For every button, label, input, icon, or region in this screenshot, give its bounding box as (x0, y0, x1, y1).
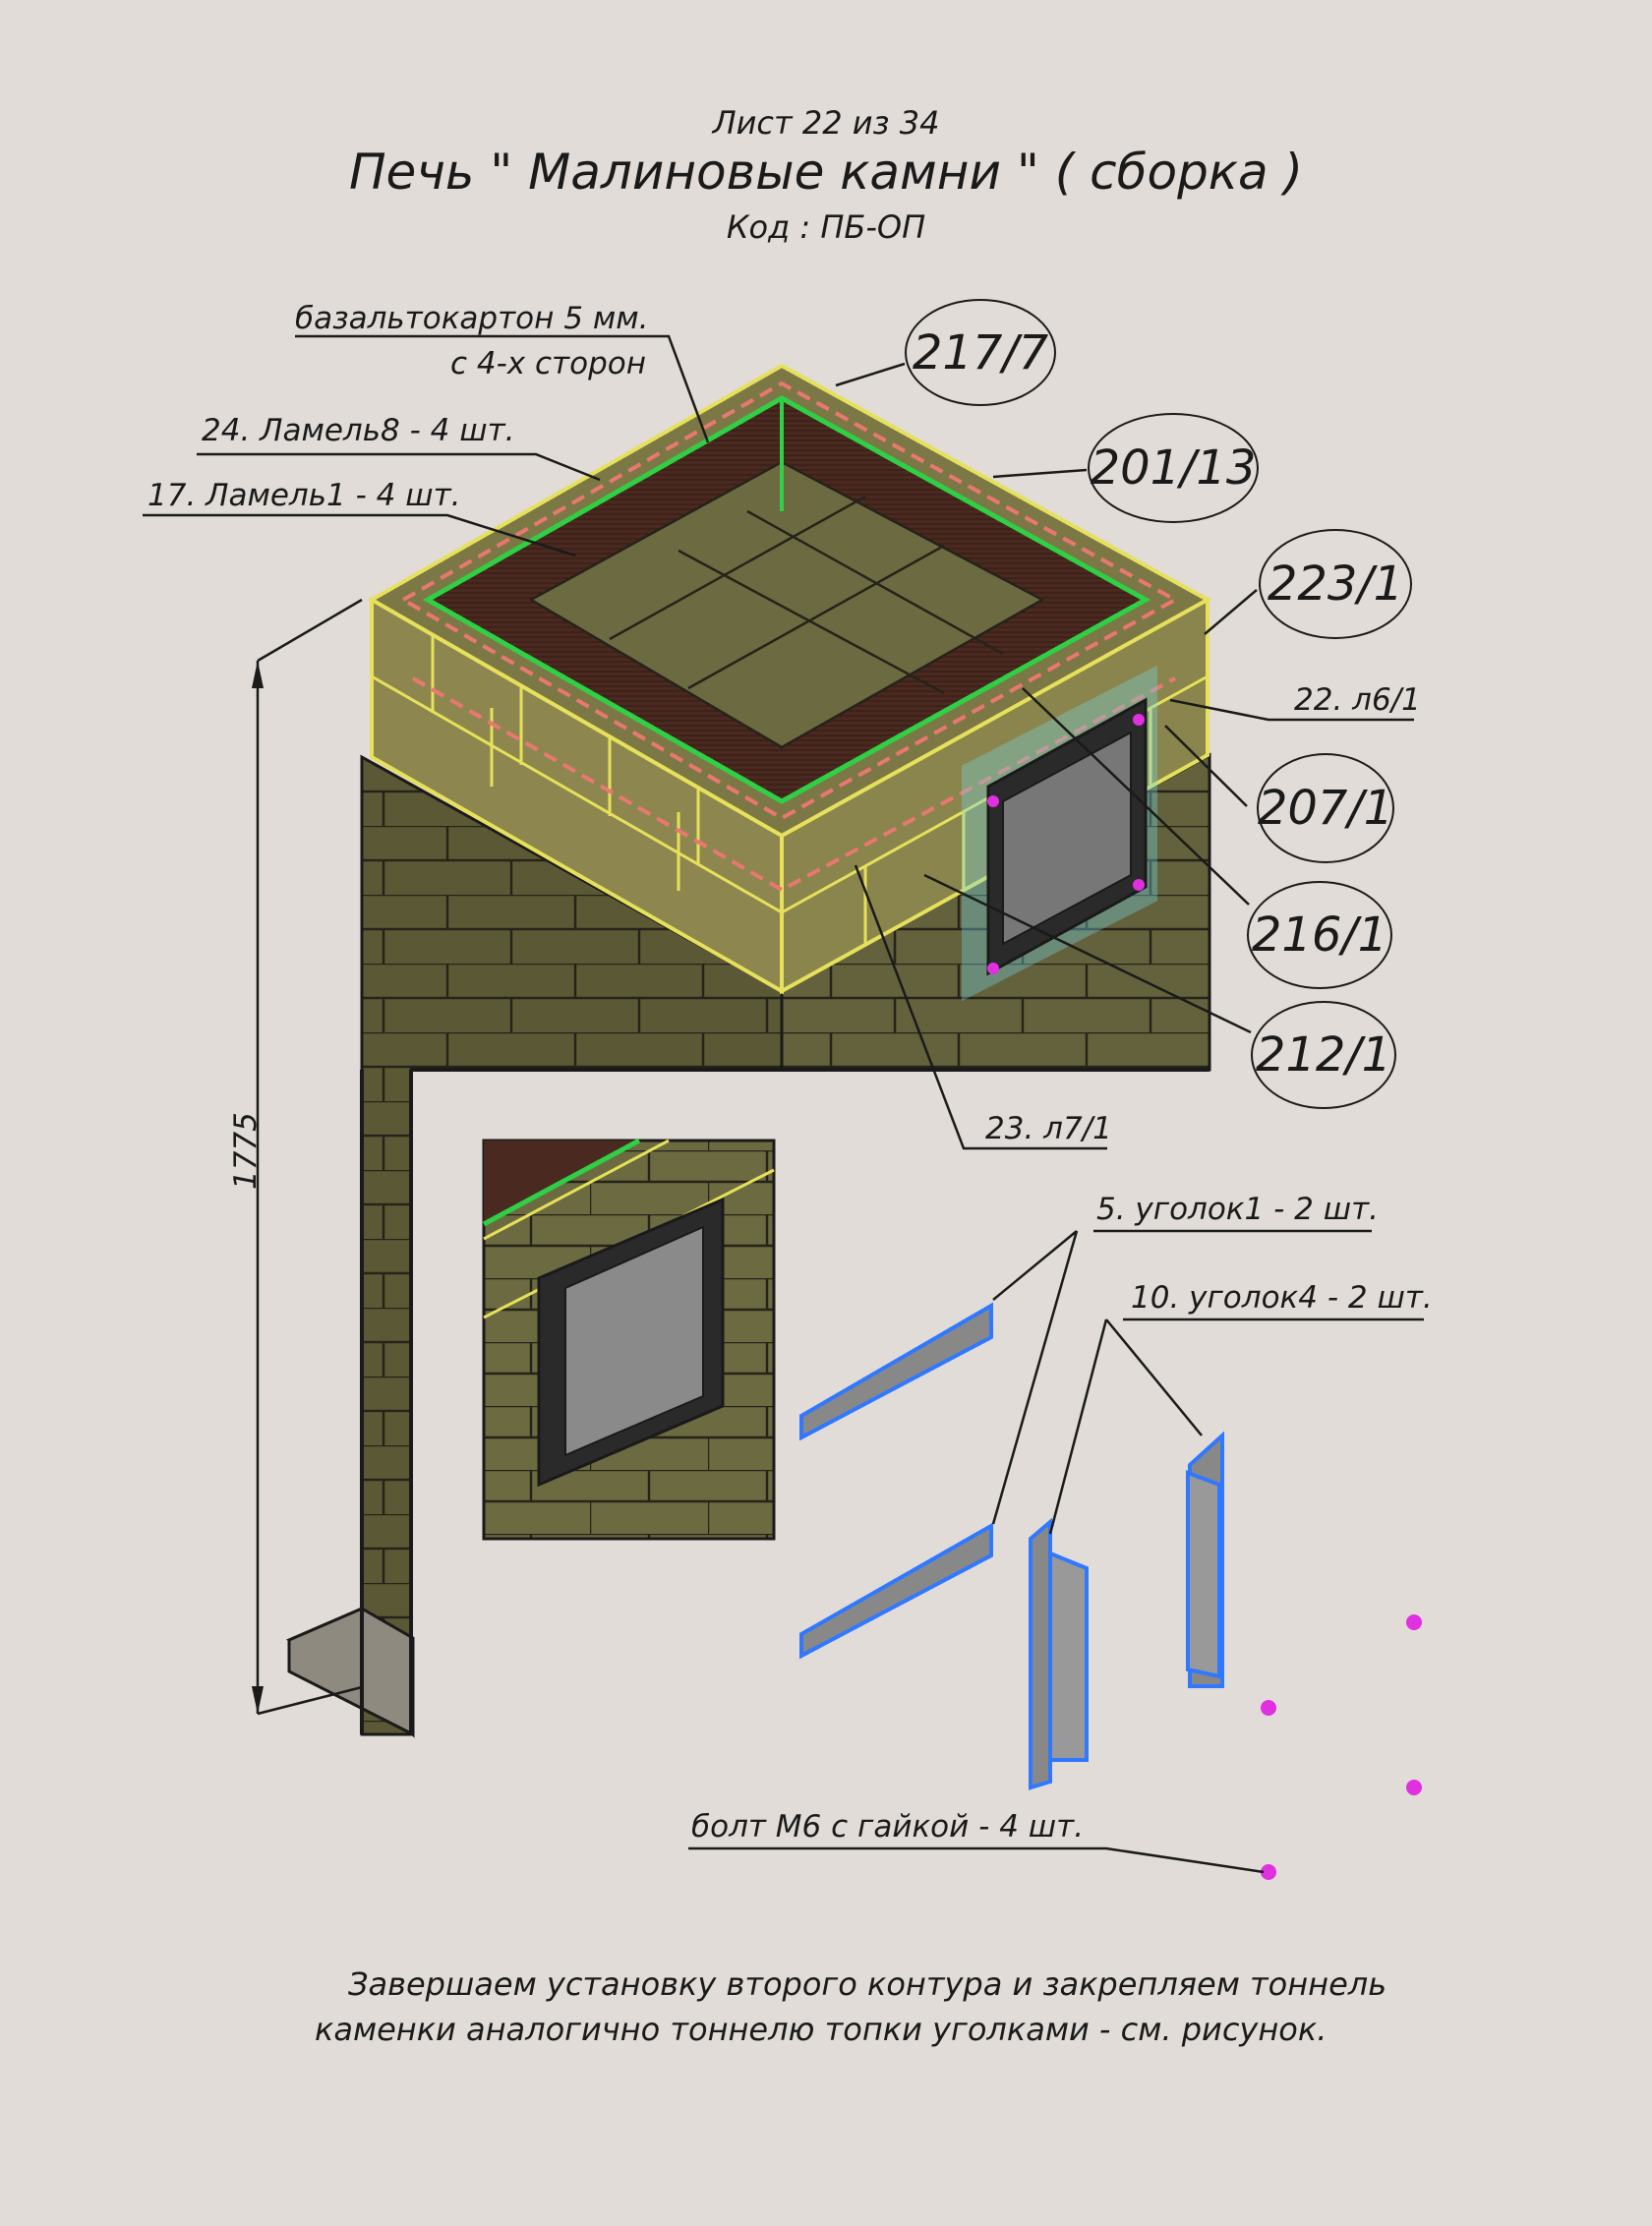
instruction-text: Завершаем установку второго контура и за… (295, 1962, 1426, 2052)
instruction-line-2: каменки аналогично тоннелю топки уголкам… (315, 2011, 1328, 2048)
label-basalt-cardboard: базальтокартон 5 мм. (295, 301, 649, 336)
label-l6: 22. л6/1 (1294, 682, 1421, 718)
sheet-number: Лист 22 из 34 (712, 104, 940, 142)
bubble-212-1: 212/1 (1251, 1001, 1396, 1109)
leader-lines (143, 334, 1424, 1874)
bolts (1261, 1614, 1422, 1880)
label-ugolok4: 10. уголок4 - 2 шт. (1131, 1280, 1433, 1316)
bolt-icon (1406, 1780, 1422, 1795)
angle-parts (799, 1302, 1224, 1790)
angle-1b (799, 1522, 993, 1660)
label-ugolok1: 5. уголок1 - 2 шт. (1096, 1192, 1380, 1227)
lamel-contour (398, 381, 1180, 821)
page-title: Печь " Малиновые камни " ( сборка ) (348, 144, 1304, 201)
bubble-217-7: 217/7 (905, 299, 1056, 406)
instruction-line-1: Завершаем установку второго контура и за… (348, 1965, 1387, 2003)
dimension-value: 1775 (228, 1112, 264, 1190)
bolt-icon (1406, 1614, 1422, 1630)
top-course (367, 363, 1212, 995)
bubble-201-13: 201/13 (1088, 413, 1259, 523)
bolt-icon (1261, 1864, 1276, 1880)
label-basalt-sides: с 4-х сторон (450, 346, 646, 381)
angle-4a (1029, 1517, 1052, 1790)
label-lamel8: 24. Ламель8 - 4 шт. (202, 413, 515, 448)
bubble-223-1: 223/1 (1259, 529, 1412, 639)
bubble-207-1: 207/1 (1257, 753, 1394, 863)
dimension-line (252, 598, 363, 1716)
detail-view (482, 1138, 776, 1541)
label-lamel1: 17. Ламель1 - 4 шт. (148, 478, 461, 513)
label-bolt: болт М6 с гайкой - 4 шт. (691, 1809, 1085, 1845)
product-code: Код : ПБ-ОП (726, 208, 926, 246)
bolt-icon (1261, 1700, 1276, 1716)
bubble-216-1: 216/1 (1247, 881, 1392, 989)
angle-1a (799, 1302, 993, 1441)
label-l7: 23. л7/1 (985, 1111, 1112, 1146)
